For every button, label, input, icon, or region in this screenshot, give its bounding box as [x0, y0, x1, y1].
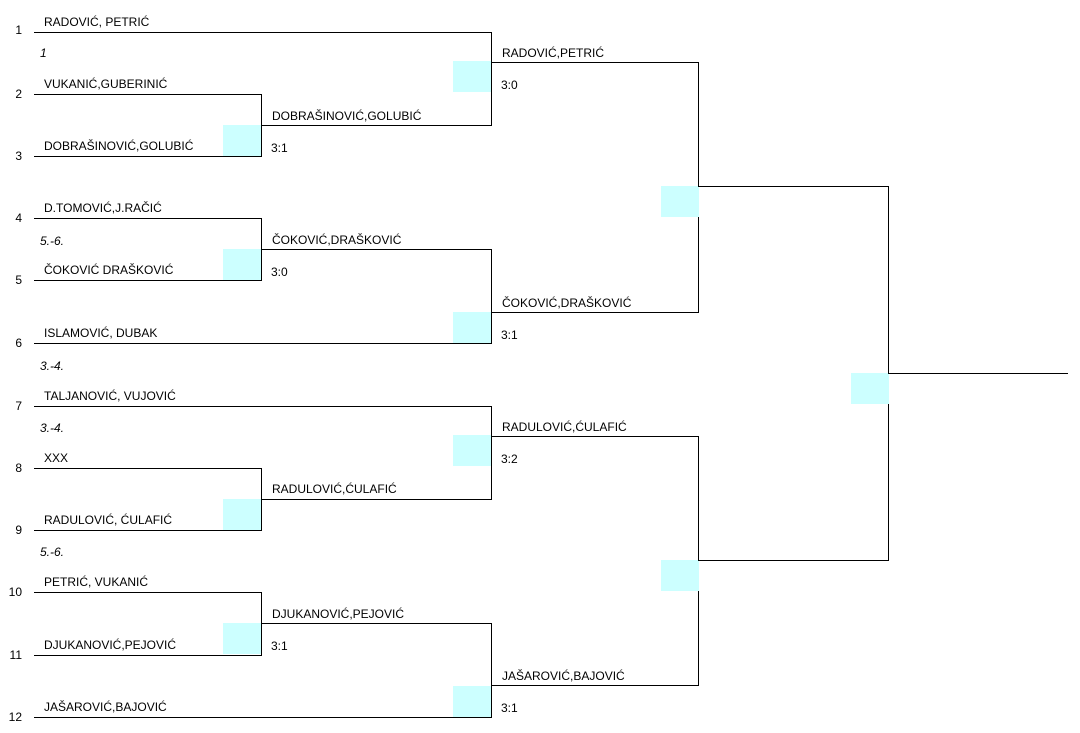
score-box	[661, 560, 699, 591]
round1-entry: ISLAMOVIĆ, DUBAK	[44, 326, 158, 340]
score-box	[223, 499, 261, 530]
bracket-line	[34, 468, 262, 469]
bracket-line	[34, 592, 262, 593]
round2-entry: DJUKANOVIĆ,PEJOVIĆ	[272, 607, 405, 621]
seed-number: 11	[9, 648, 22, 662]
round1-entry: JAŠAROVIĆ,BAJOVIĆ	[44, 700, 167, 714]
round3-score: 3:0	[501, 78, 518, 92]
round2-entry: ČOKOVIĆ,DRAŠKOVIĆ	[272, 233, 402, 247]
bracket-line	[34, 218, 262, 219]
seed-number: 4	[15, 211, 22, 225]
round1-entry: RADOVIĆ, PETRIĆ	[44, 15, 150, 29]
score-box	[453, 61, 491, 92]
seed-number: 8	[15, 461, 22, 475]
bracket-line	[698, 186, 889, 187]
round2-score: 3:1	[271, 141, 288, 155]
placement-note: 5.-6.	[40, 234, 65, 248]
seed-number: 2	[15, 87, 22, 101]
score-box	[223, 623, 261, 654]
round3-score: 3:1	[501, 328, 518, 342]
round2-entry: DOBRAŠINOVIĆ,GOLUBIĆ	[272, 109, 422, 123]
score-box	[453, 435, 491, 466]
seed-number: 7	[15, 399, 22, 413]
bracket-connector	[491, 623, 492, 717]
bracket-line	[34, 406, 492, 407]
bracket-line	[491, 312, 699, 313]
bracket-line	[34, 655, 262, 656]
round2-score: 3:1	[271, 639, 288, 653]
round2-entry: RADULOVIĆ,ĆULAFIĆ	[272, 482, 397, 496]
placement-note: 5.-6.	[40, 545, 65, 559]
bracket-line	[491, 62, 699, 63]
score-box	[223, 249, 261, 280]
bracket-line	[261, 623, 492, 624]
round3-entry: ČOKOVIĆ,DRAŠKOVIĆ	[502, 296, 632, 310]
round3-entry: RADOVIĆ,PETRIĆ	[502, 46, 605, 60]
seed-number: 5	[15, 273, 22, 287]
bracket-line	[261, 249, 492, 250]
bracket-line	[888, 373, 1068, 374]
round3-entry: JAŠAROVIĆ,BAJOVIĆ	[502, 669, 625, 683]
round1-entry: XXX	[44, 451, 69, 465]
seed-number: 3	[15, 149, 22, 163]
bracket-connector	[491, 249, 492, 343]
round1-entry: ČOKOVIĆ DRAŠKOVIĆ	[44, 263, 174, 277]
seed-number: 6	[15, 336, 22, 350]
bracket-line	[698, 560, 889, 561]
bracket-line	[34, 94, 262, 95]
round1-entry: D.TOMOVIĆ,J.RAČIĆ	[44, 201, 162, 215]
seed-number: 9	[15, 523, 22, 537]
round3-score: 3:1	[501, 701, 518, 715]
seed-number: 12	[8, 710, 22, 724]
bracket-line	[34, 530, 262, 531]
bracket-connector	[491, 406, 492, 499]
score-box	[851, 373, 889, 404]
score-box	[661, 186, 699, 217]
round1-entry: RADULOVIĆ, ĆULAFIĆ	[44, 513, 173, 527]
score-box	[453, 686, 491, 717]
bracket-line	[491, 685, 699, 686]
round1-entry: VUKANIĆ,GUBERINIĆ	[44, 77, 168, 91]
round1-entry: DJUKANOVIĆ,PEJOVIĆ	[44, 638, 177, 652]
bracket-line	[261, 499, 492, 500]
bracket-line	[34, 717, 492, 718]
bracket-line	[491, 436, 699, 437]
round3-score: 3:2	[501, 452, 518, 466]
bracket-line	[34, 32, 492, 33]
round1-entry: TALJANOVIĆ, VUJOVIĆ	[44, 389, 176, 403]
seed-number: 1	[15, 23, 22, 37]
round3-entry: RADULOVIĆ,ĆULAFIĆ	[502, 420, 627, 434]
placement-note: 1	[40, 46, 47, 60]
placement-note: 3.-4.	[40, 359, 65, 373]
round1-entry: PETRIĆ, VUKANIĆ	[44, 575, 149, 589]
round2-score: 3:0	[271, 265, 288, 279]
bracket-line	[34, 156, 262, 157]
score-box	[453, 312, 491, 343]
bracket-line	[34, 343, 492, 344]
bracket-connector	[491, 32, 492, 125]
placement-note: 3.-4.	[40, 421, 65, 435]
score-box	[223, 125, 261, 156]
bracket-line	[34, 280, 262, 281]
bracket-line	[261, 125, 492, 126]
seed-number: 10	[8, 585, 22, 599]
round1-entry: DOBRAŠINOVIĆ,GOLUBIĆ	[44, 139, 194, 153]
